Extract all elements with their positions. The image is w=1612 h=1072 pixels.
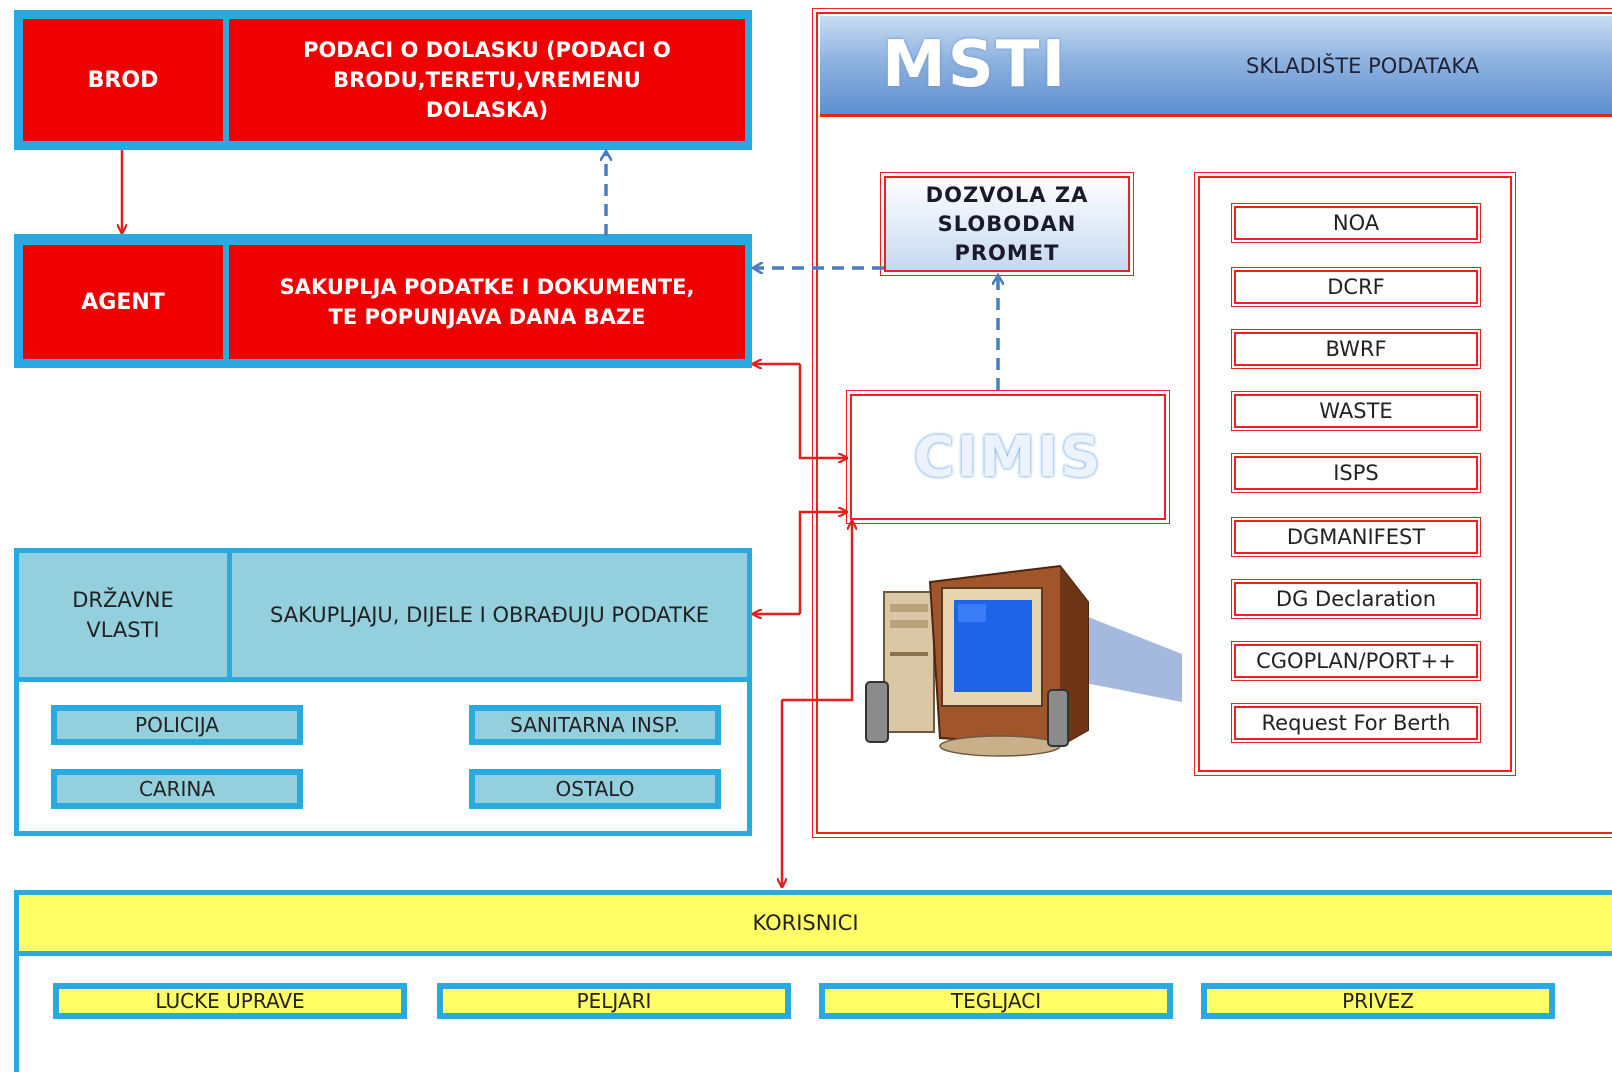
doc-dcrf: DCRF	[1231, 267, 1481, 307]
vlasti-label: DRŽAVNE VLASTI	[19, 553, 227, 677]
dozvola-box: DOZVOLA ZA SLOBODAN PROMET	[880, 172, 1134, 276]
doc-dgmanifest: DGMANIFEST	[1231, 517, 1481, 557]
vlasti-bottom-border	[19, 677, 747, 682]
korisnici-label: KORISNICI	[752, 911, 859, 935]
agent-description: SAKUPLJA PODATKE I DOKUMENTE, TE POPUNJA…	[229, 245, 745, 359]
korisnici-block: KORISNICI LUCKE UPRAVE PELJARI TEGLJACI …	[14, 890, 1612, 1072]
arrow-korisnici-cimis	[782, 522, 852, 702]
doc-noa: NOA	[1231, 203, 1481, 243]
brod-label: BROD	[23, 19, 223, 141]
brod-description: PODACI O DOLASKU (PODACI O BRODU,TERETU,…	[229, 19, 745, 141]
vlasti-divider	[227, 553, 232, 677]
doc-request-for-berth: Request For Berth	[1231, 703, 1481, 743]
msti-subtitle: SKLADIŠTE PODATAKA	[1246, 54, 1480, 78]
arrow-vlasti-cimis	[798, 512, 846, 614]
msti-title: MSTI	[882, 28, 1068, 102]
msti-header-underline	[820, 114, 1612, 117]
korisnici-header: KORISNICI	[19, 895, 1612, 951]
korisnici-divider	[19, 951, 1612, 956]
agent-label: AGENT	[23, 245, 223, 359]
ostalo-box: OSTALO	[469, 769, 721, 809]
arrow-agent-cimis	[798, 364, 846, 458]
doc-bwrf: BWRF	[1231, 329, 1481, 369]
dozvola-label: DOZVOLA ZA SLOBODAN PROMET	[925, 182, 1089, 265]
agent-row: AGENT SAKUPLJA PODATKE I DOKUMENTE, TE P…	[14, 234, 752, 368]
cimis-box: CIMIS	[846, 390, 1170, 524]
peljari-box: PELJARI	[437, 983, 791, 1019]
doc-cgoplan: CGOPLAN/PORT++	[1231, 641, 1481, 681]
privez-box: PRIVEZ	[1201, 983, 1555, 1019]
doc-waste: WASTE	[1231, 391, 1481, 431]
vlasti-description: SAKUPLJAJU, DIJELE I OBRAĐUJU PODATKE	[232, 553, 747, 677]
lucke-uprave-box: LUCKE UPRAVE	[53, 983, 407, 1019]
brod-row: BROD PODACI O DOLASKU (PODACI O BRODU,TE…	[14, 10, 752, 150]
sanitarna-box: SANITARNA INSP.	[469, 705, 721, 745]
computer-icon	[865, 564, 1182, 757]
doc-dg-declaration: DG Declaration	[1231, 579, 1481, 619]
msti-header: MSTI SKLADIŠTE PODATAKA	[820, 16, 1612, 114]
doc-isps: ISPS	[1231, 453, 1481, 493]
policija-box: POLICIJA	[51, 705, 303, 745]
cimis-label: CIMIS	[913, 424, 1103, 490]
tegljaci-box: TEGLJACI	[819, 983, 1173, 1019]
carina-box: CARINA	[51, 769, 303, 809]
vlasti-block: DRŽAVNE VLASTI SAKUPLJAJU, DIJELE I OBRA…	[14, 548, 752, 836]
